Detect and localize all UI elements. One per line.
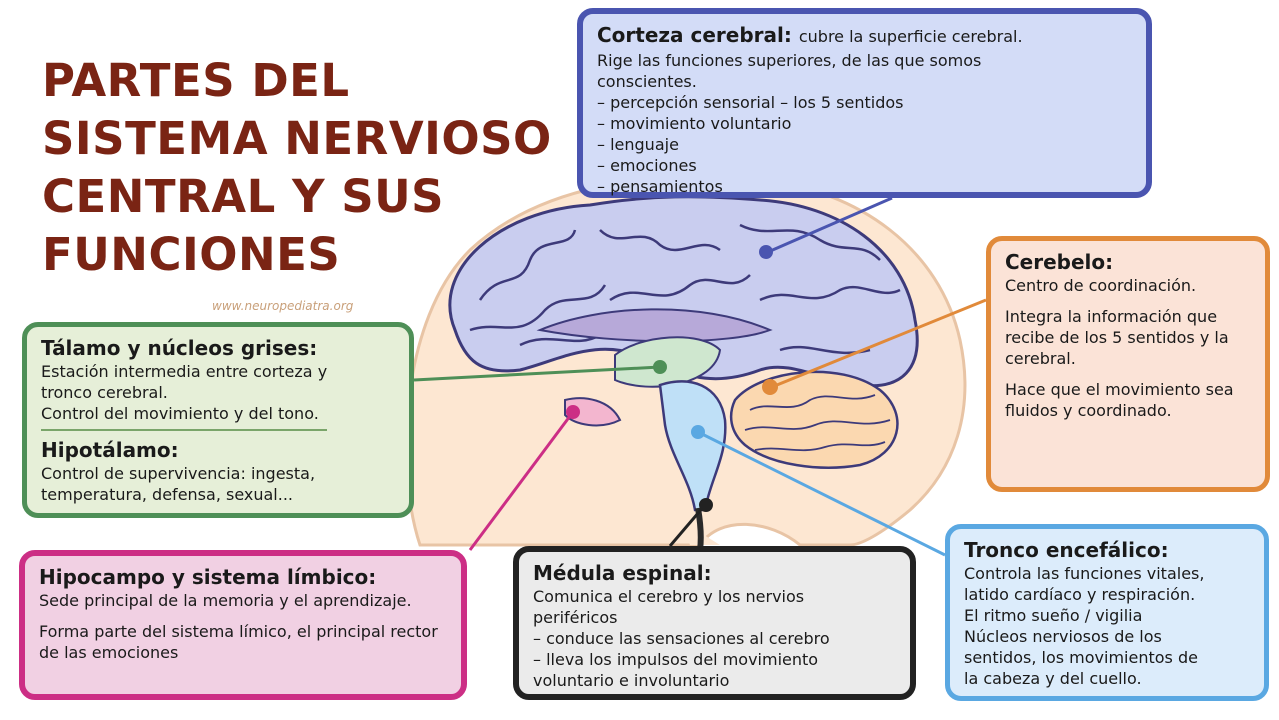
talamo-divider xyxy=(41,429,327,431)
tronco-line: Núcleos nerviosos de los xyxy=(964,627,1162,646)
corteza-heading-title: Corteza cerebral: xyxy=(597,23,792,47)
medula-line: Comunica el cerebro y los nervios xyxy=(533,587,805,606)
hypothalamus xyxy=(564,397,622,427)
box-cerebelo: Cerebelo: Centro de coordinación. Integr… xyxy=(986,236,1270,492)
cerebelo-p2: Integra la información que recibe de los… xyxy=(1005,307,1229,368)
hipotalamo-heading: Hipotálamo: xyxy=(41,438,179,462)
thalamus xyxy=(614,336,722,388)
box-talamo: Tálamo y núcleos grises: Estación interm… xyxy=(22,322,414,518)
hipotalamo-line: temperatura, defensa, sexual... xyxy=(41,485,293,504)
corteza-line: conscientes. xyxy=(597,72,697,91)
connector-talamo xyxy=(413,365,661,382)
corteza-line: – movimiento voluntario xyxy=(597,114,792,133)
hipocampo-heading: Hipocampo y sistema límbico: xyxy=(39,565,377,589)
gyri xyxy=(469,223,901,355)
cerebellum-folds xyxy=(744,394,891,452)
title-line: FUNCIONES xyxy=(42,228,341,281)
dot-hipocampo xyxy=(566,405,580,419)
medula-line: – conduce las sensaciones al cerebro xyxy=(533,629,830,648)
talamo-heading: Tálamo y núcleos grises: xyxy=(41,336,318,360)
box-medula-espinal: Médula espinal: Comunica el cerebro y lo… xyxy=(513,546,916,700)
corteza-line: – pensamientos xyxy=(597,177,723,196)
dot-talamo xyxy=(653,360,667,374)
medula-line: periféricos xyxy=(533,608,618,627)
talamo-line: Control del movimiento y del tono. xyxy=(41,404,319,423)
title-line: SISTEMA NERVIOSO xyxy=(42,112,552,165)
talamo-line: Estación intermedia entre corteza y xyxy=(41,362,328,381)
connector-hipocampo xyxy=(468,411,575,551)
corteza-line: – percepción sensorial – los 5 sentidos xyxy=(597,93,904,112)
box-tronco-encefalico: Tronco encefálico: Controla las funcione… xyxy=(945,524,1269,701)
medula-line: voluntario e involuntario xyxy=(533,671,730,690)
tronco-line: sentidos, los movimientos de xyxy=(964,648,1198,667)
tronco-line: latido cardíaco y respiración. xyxy=(964,585,1196,604)
credit-url: www.neuropediatra.org xyxy=(212,299,354,313)
brainstem xyxy=(658,380,727,512)
corteza-heading: Corteza cerebral: cubre la superficie ce… xyxy=(597,22,1132,50)
connector-corteza xyxy=(767,196,893,254)
box-corteza-cerebral: Corteza cerebral: cubre la superficie ce… xyxy=(577,8,1152,198)
hipocampo-p1: Sede principal de la memoria y el aprend… xyxy=(39,591,412,610)
talamo-line: tronco cerebral. xyxy=(41,383,168,402)
connector-cerebelo xyxy=(771,298,987,389)
title-line: PARTES DEL xyxy=(42,54,350,107)
medula-heading: Médula espinal: xyxy=(533,561,712,585)
hipotalamo-line: Control de supervivencia: ingesta, xyxy=(41,464,316,483)
cerebelo-p1: Centro de coordinación. xyxy=(1005,276,1197,295)
corteza-line: Rige las funciones superiores, de las qu… xyxy=(597,51,982,70)
medula-line: – lleva los impulsos del movimiento xyxy=(533,650,819,669)
dot-medula xyxy=(699,498,713,512)
dot-tronco xyxy=(691,425,705,439)
box-hipocampo: Hipocampo y sistema límbico: Sede princi… xyxy=(19,550,467,700)
dot-corteza xyxy=(759,245,773,259)
cerebellum xyxy=(729,370,899,469)
tronco-line: El ritmo sueño / vigilia xyxy=(964,606,1143,625)
connector-tronco xyxy=(697,430,946,557)
cerebelo-heading: Cerebelo: xyxy=(1005,250,1114,274)
corpus-callosum xyxy=(536,308,773,343)
page-title: PARTES DEL SISTEMA NERVIOSO CENTRAL Y SU… xyxy=(42,52,582,284)
corteza-line: – lenguaje xyxy=(597,135,679,154)
connector-medula xyxy=(668,504,707,547)
tronco-line: la cabeza y del cuello. xyxy=(964,669,1142,688)
cerebelo-p3: Hace que el movimiento sea fluidos y coo… xyxy=(1005,380,1234,420)
corteza-heading-rest: cubre la superficie cerebral. xyxy=(798,27,1023,46)
dot-cerebelo xyxy=(762,379,778,395)
tronco-heading: Tronco encefálico: xyxy=(964,538,1169,562)
tronco-line: Controla las funciones vitales, xyxy=(964,564,1205,583)
corteza-line: – emociones xyxy=(597,156,697,175)
hipocampo-p2: Forma parte del sistema límico, el princ… xyxy=(39,622,438,662)
cerebrum xyxy=(448,195,919,388)
title-line: CENTRAL Y SUS xyxy=(42,170,445,223)
